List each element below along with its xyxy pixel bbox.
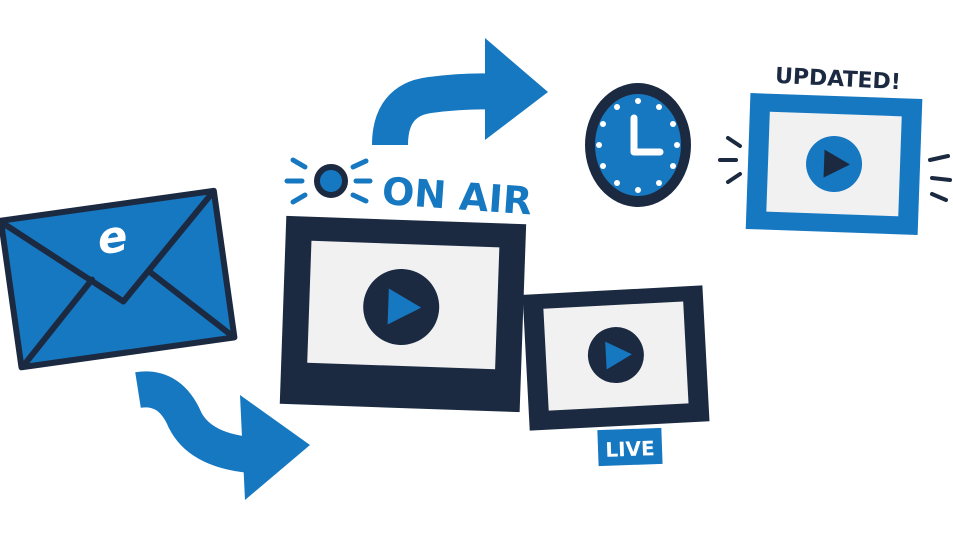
- updated-label: UPDATED!: [774, 64, 901, 96]
- arrow-icon: [372, 38, 548, 146]
- video-player-icon: [279, 215, 527, 413]
- envelope-icon: e: [0, 187, 238, 371]
- video-player-icon: [522, 285, 710, 431]
- on-air-label: ON AIR: [381, 169, 534, 223]
- recording-light-icon: [284, 157, 373, 205]
- arrow-icon: [135, 371, 310, 500]
- motion-lines: [718, 136, 952, 202]
- clock-icon: [585, 83, 691, 207]
- video-player-icon: [745, 93, 923, 235]
- envelope-letter: e: [94, 211, 131, 266]
- live-label: LIVE: [605, 436, 655, 462]
- live-badge: LIVE: [597, 427, 663, 467]
